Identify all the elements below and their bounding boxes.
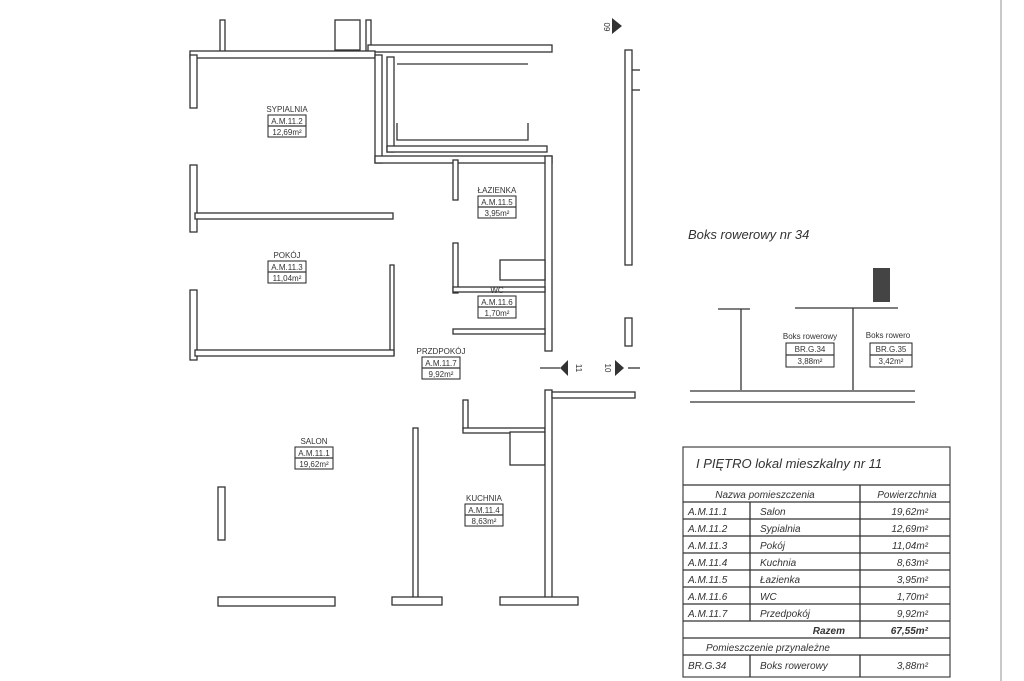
bike-storage-plan: Boks rowerowy nr 34 Boks rowerowy BR.G.3… <box>688 227 915 403</box>
cell-area: 3,88m² <box>897 661 929 672</box>
bike-box-35: Boks rowero BR.G.35 3,42m² <box>866 331 913 368</box>
room-area: 19,62m² <box>299 460 329 469</box>
table-row: A.M.11.1 Salon 19,62m² <box>687 507 929 518</box>
room-area: 8,63m² <box>472 517 497 526</box>
room-name: SYPIALNIA <box>266 105 308 114</box>
room-name: POKÓJ <box>273 251 300 260</box>
ancillary-label: Pomieszczenie przynależne <box>706 643 830 654</box>
table-row: A.M.11.3 Pokój 11,04m² <box>687 541 929 552</box>
room-code: A.M.11.7 <box>425 359 457 368</box>
cell-area: 8,63m² <box>897 558 929 569</box>
cell-code: A.M.11.1 <box>687 507 727 518</box>
cell-code: A.M.11.2 <box>687 524 728 535</box>
svg-text:BR.G.34: BR.G.34 <box>795 345 826 354</box>
room-area: 11,04m² <box>273 274 302 283</box>
cell-area: 1,70m² <box>897 592 929 603</box>
cell-area: 3,95m² <box>897 575 929 586</box>
cell-name: Salon <box>760 507 786 518</box>
cell-code: BR.G.34 <box>688 661 727 672</box>
total-label: Razem <box>813 626 845 637</box>
table-row: A.M.11.2 Sypialnia 12,69m² <box>687 524 929 535</box>
room-name: WC <box>490 286 504 295</box>
room-label: PRZDPOKÓJ A.M.11.7 9,92m² <box>417 347 466 380</box>
cell-code: A.M.11.4 <box>687 558 728 569</box>
room-label: SYPIALNIA A.M.11.2 12,69m² <box>266 105 308 138</box>
table-row: A.M.11.4 Kuchnia 8,63m² <box>687 558 929 569</box>
cell-name: Przedpokój <box>760 609 811 620</box>
area-table: I PIĘTRO lokal mieszkalny nr 11 Nazwa po… <box>682 446 951 678</box>
svg-text:3,88m²: 3,88m² <box>798 357 823 366</box>
table-title: I PIĘTRO lokal mieszkalny nr 11 <box>696 456 882 471</box>
room-name: PRZDPOKÓJ <box>417 347 466 356</box>
room-label: POKÓJ A.M.11.3 11,04m² <box>267 251 307 284</box>
cell-code: A.M.11.7 <box>687 609 728 620</box>
room-area: 3,95m² <box>485 209 510 218</box>
cell-name: Boks rowerowy <box>760 661 829 672</box>
room-label: ŁAZIENKA A.M.11.5 3,95m² <box>477 186 517 219</box>
room-label: SALON A.M.11.1 19,62m² <box>294 437 334 470</box>
svg-text:Boks rowero: Boks rowero <box>866 331 911 340</box>
room-code: A.M.11.5 <box>481 198 513 207</box>
header-name: Nazwa pomieszczenia <box>715 490 815 501</box>
svg-text:10: 10 <box>603 364 612 373</box>
room-name: KUCHNIA <box>466 494 503 503</box>
cell-area: 19,62m² <box>891 507 928 518</box>
room-name: SALON <box>300 437 327 446</box>
svg-text:3,42m²: 3,42m² <box>879 357 904 366</box>
bike-storage-title: Boks rowerowy nr 34 <box>688 227 809 242</box>
svg-text:BR.G.35: BR.G.35 <box>876 345 907 354</box>
walls <box>189 0 1002 681</box>
room-code: A.M.11.6 <box>481 298 513 307</box>
table-row-ancillary: BR.G.34 Boks rowerowy 3,88m² <box>688 661 929 672</box>
table-row: A.M.11.6 WC 1,70m² <box>687 592 929 603</box>
section-marker-09: 09 <box>602 18 622 34</box>
room-name: ŁAZIENKA <box>478 186 517 195</box>
svg-text:Boks rowerowy: Boks rowerowy <box>783 332 837 341</box>
cell-code: A.M.11.3 <box>687 541 728 552</box>
room-label: KUCHNIA A.M.11.4 8,63m² <box>464 494 504 527</box>
bike-box-34: Boks rowerowy BR.G.34 3,88m² <box>783 332 837 368</box>
room-code: A.M.11.4 <box>468 506 500 515</box>
cell-name: Łazienka <box>760 575 800 586</box>
cell-code: A.M.11.5 <box>687 575 728 586</box>
cell-area: 9,92m² <box>897 609 929 620</box>
room-code: A.M.11.3 <box>271 263 303 272</box>
cell-area: 12,69m² <box>891 524 928 535</box>
svg-text:11: 11 <box>574 364 583 373</box>
room-code: A.M.11.1 <box>298 449 330 458</box>
room-code: A.M.11.2 <box>271 117 303 126</box>
room-area: 9,92m² <box>429 370 454 379</box>
table-row: A.M.11.7 Przedpokój 9,92m² <box>687 609 929 620</box>
cell-area: 11,04m² <box>892 541 929 552</box>
room-area: 12,69m² <box>272 128 302 137</box>
column-mark <box>873 268 890 302</box>
cell-name: Pokój <box>760 541 786 552</box>
table-row: A.M.11.5 Łazienka 3,95m² <box>687 575 929 586</box>
cell-name: Sypialnia <box>760 524 801 535</box>
section-marker-10: 10 <box>603 360 640 376</box>
cell-code: A.M.11.6 <box>687 592 728 603</box>
total-value: 67,55m² <box>891 626 929 637</box>
room-label: WC A.M.11.6 1,70m² <box>477 286 517 319</box>
cell-name: WC <box>760 592 777 603</box>
section-marker-11: 11 <box>540 360 583 376</box>
svg-text:09: 09 <box>602 23 611 32</box>
room-area: 1,70m² <box>485 309 510 318</box>
cell-name: Kuchnia <box>760 558 797 569</box>
header-area: Powierzchnia <box>877 490 937 501</box>
